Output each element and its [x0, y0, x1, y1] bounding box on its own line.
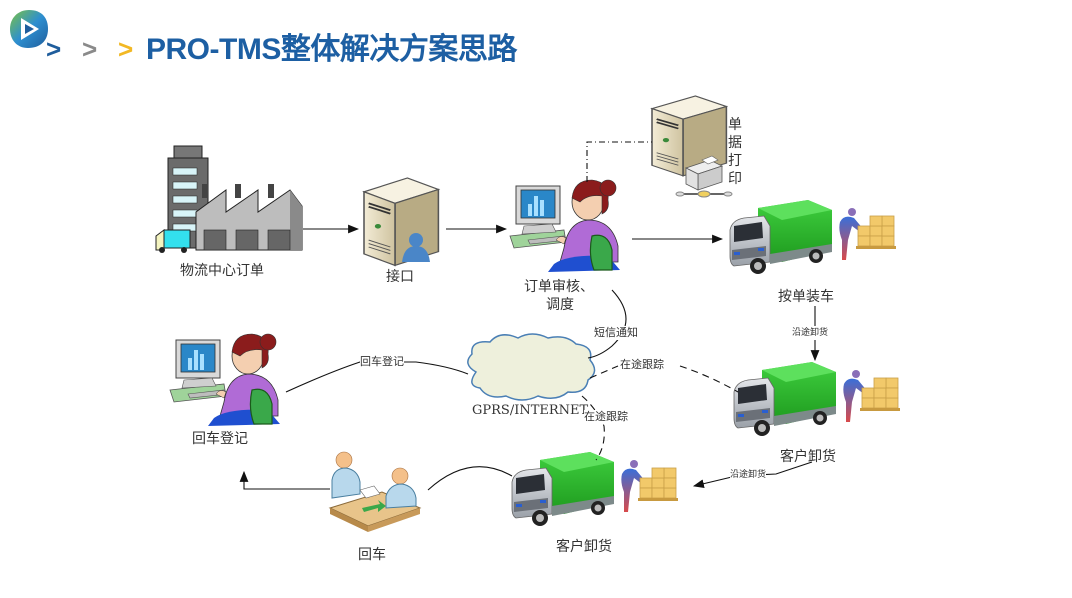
logistics-center-icon — [155, 145, 303, 253]
logistics-center-label: 物流中心订单 — [180, 263, 264, 279]
order-review-operator-icon — [509, 179, 621, 273]
print-docs-label: 单 据 打 印 — [727, 116, 743, 188]
return-register-operator-icon — [169, 333, 281, 427]
printer-icon — [675, 155, 733, 198]
connectors — [239, 141, 820, 491]
dash-cloud-to-unload-bottom — [581, 395, 605, 461]
network-label: GPRS/INTERNET — [472, 403, 589, 418]
return-vehicle-label: 回车 — [358, 547, 386, 563]
return-vehicle-desk-icon — [328, 451, 422, 532]
print-docs-char: 打 — [728, 153, 742, 169]
sms-notify-label: 短信通知 — [594, 326, 638, 340]
user-icon — [402, 233, 430, 262]
breadcrumb-chevron-1: > — [46, 34, 62, 64]
unload-truck-right-icon — [733, 361, 901, 437]
unload-truck-bottom-icon — [511, 451, 679, 527]
curve-review-to-cloud — [587, 289, 627, 359]
tracking-label-1: 在途跟踪 — [620, 358, 664, 372]
unload-along-label-2: 沿途卸货 — [730, 468, 767, 482]
interface-server-icon — [362, 176, 440, 267]
network-cloud-icon — [467, 333, 596, 401]
print-docs-char: 印 — [728, 171, 742, 187]
dashdot-review-to-print — [586, 141, 652, 182]
print-docs-char: 据 — [728, 135, 742, 151]
order-review-label: 订单审核、 — [524, 279, 594, 295]
play-logo-icon — [10, 10, 48, 48]
customer-unload-right-label: 客户卸货 — [780, 449, 836, 465]
dash-cloud-to-unload-right — [589, 365, 739, 393]
print-docs-char: 单 — [728, 117, 742, 133]
curve-unload-to-return — [427, 466, 513, 491]
return-register-link-label: 回车登记 — [360, 355, 404, 369]
customer-unload-bottom-label: 客户卸货 — [556, 539, 612, 555]
tracking-label-2: 在途跟踪 — [584, 410, 628, 424]
unload-along-label-1: 沿途卸货 — [792, 326, 829, 340]
return-register-label: 回车登记 — [192, 431, 248, 447]
load-truck-icon — [729, 199, 897, 275]
breadcrumb-chevron-2: > — [82, 34, 98, 64]
order-review-label-line2: 调度 — [546, 297, 574, 313]
load-by-order-label: 按单装车 — [778, 289, 834, 305]
interface-label: 接口 — [386, 269, 414, 285]
page-title: PRO-TMS整体解决方案思路 — [146, 33, 517, 66]
arrow-return-to-register — [239, 470, 330, 490]
breadcrumb-chevron-3: > — [118, 34, 134, 64]
